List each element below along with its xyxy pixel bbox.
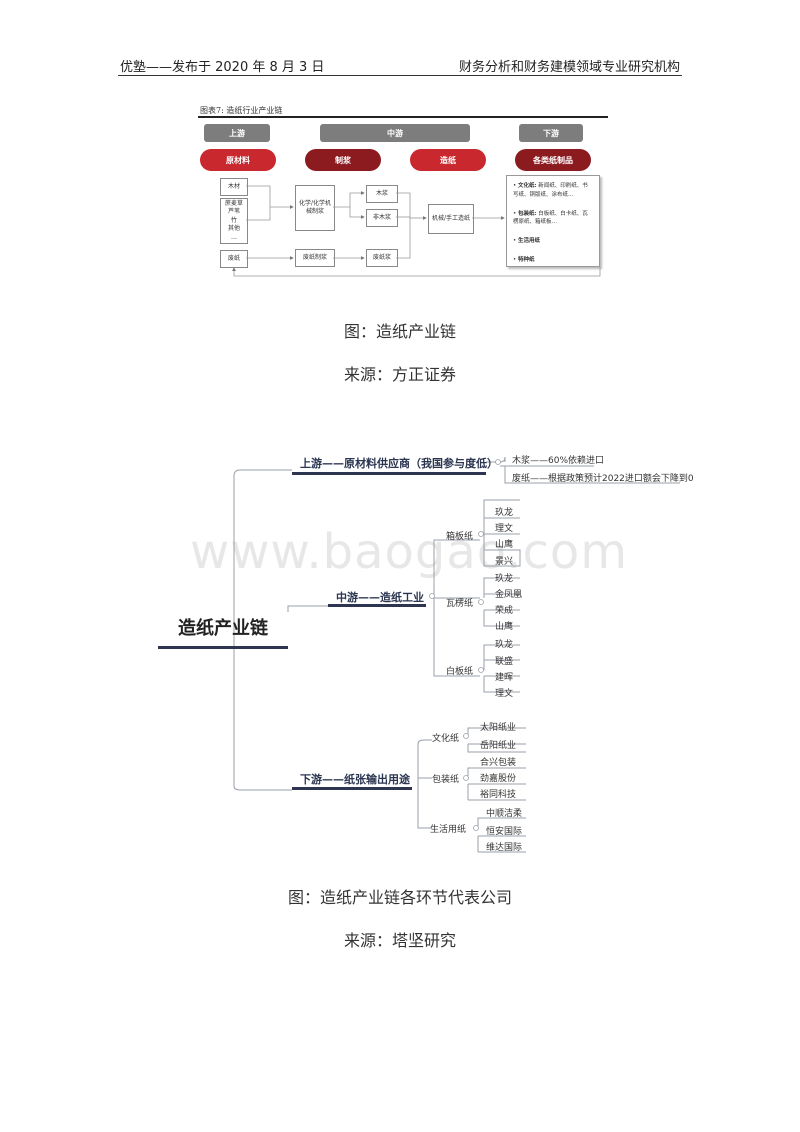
grass-line-3: 竹	[230, 216, 237, 224]
box-chemical-pulping: 化学/化学机 械制浆	[295, 185, 335, 231]
company: 岳阳纸业	[480, 741, 517, 751]
figure2-caption: 图：造纸产业链各环节代表公司	[287, 888, 512, 907]
figure1-caption: 图：造纸产业链	[343, 322, 456, 341]
company: 劲嘉股份	[480, 774, 517, 784]
header-left: 优塾——发布于 2020 年 8 月 3 日	[120, 60, 325, 75]
company: 山鹰	[495, 540, 514, 550]
chem-line-2: 械制浆	[305, 208, 324, 215]
company: 玖龙	[495, 640, 514, 650]
box-nonwood-pulp: 非木浆	[366, 209, 398, 227]
grass-line-4: 其他	[227, 225, 240, 233]
company: 合兴包装	[480, 758, 517, 768]
box-grass: 蔗麦草 芦苇 竹 其他 …	[220, 198, 248, 244]
box-deinking: 废纸制浆	[295, 249, 335, 267]
figure-title-rule	[198, 116, 608, 118]
company: 玖龙	[495, 508, 514, 518]
down-group-culture: 文化纸	[432, 734, 460, 744]
mid-group-boxboard: 箱板纸	[446, 532, 474, 542]
company: 荣成	[495, 606, 514, 616]
mindmap-midstream: 中游——造纸工业	[336, 591, 424, 604]
company: 维达国际	[486, 843, 523, 853]
upstream-item-1: 木浆——60%依赖进口	[512, 456, 605, 466]
product-panel: • 文化纸: 新闻纸、印刷纸、书写纸、铜版纸、涂布纸… • 包装纸: 白板纸、白…	[506, 175, 600, 267]
grass-line-2: 芦苇	[227, 208, 240, 216]
company: 理文	[495, 524, 514, 534]
company: 金凤凰	[495, 590, 523, 600]
company: 建晖	[495, 673, 514, 683]
stage-midstream: 中游	[320, 124, 470, 142]
company: 联盛	[495, 657, 514, 667]
mindmap-downstream: 下游——纸张输出用途	[300, 773, 410, 786]
upstream-item-2: 废纸——根据政策预计2022进口额会下降到0	[512, 474, 694, 484]
stage-downstream: 下游	[519, 124, 583, 142]
grass-line-1: 蔗麦草	[224, 200, 243, 208]
figure-title: 图表7: 造纸行业产业链	[200, 106, 283, 115]
company: 理文	[495, 689, 514, 699]
product-culture: • 文化纸: 新闻纸、印刷纸、书写纸、铜版纸、涂布纸…	[513, 183, 588, 198]
watermark: www.baogao.com	[190, 524, 629, 580]
mindmap-upstream: 上游——原材料供应商（我国参与度低）	[300, 457, 498, 470]
header-right: 财务分析和财务建模领域专业研究机构	[458, 60, 680, 75]
company: 玖龙	[495, 574, 514, 584]
pill-papermaking: 造纸	[410, 149, 486, 171]
stage-upstream: 上游	[204, 124, 270, 142]
chem-line-1: 化学/化学机	[298, 199, 332, 207]
company: 中顺洁柔	[486, 809, 523, 819]
pill-raw-materials: 原材料	[200, 149, 276, 171]
pill-paper-products: 各类纸制品	[515, 149, 591, 171]
down-group-packaging: 包装纸	[432, 775, 460, 785]
company: 太阳纸业	[480, 723, 517, 733]
product-specialty: • 特种纸	[513, 256, 535, 263]
company: 景兴	[495, 557, 514, 567]
chain-connectors	[232, 185, 601, 277]
pill-pulping: 制浆	[305, 149, 381, 171]
product-tissue: • 生活用纸	[513, 238, 541, 245]
box-wood-pulp: 木浆	[366, 185, 398, 203]
figure2-source: 来源：塔坚研究	[343, 931, 456, 950]
mid-group-whiteboard: 白板纸	[446, 667, 474, 677]
figure1-source: 来源：方正证券	[343, 365, 456, 384]
mindmap-root: 造纸产业链	[178, 618, 268, 639]
box-wood: 木材	[220, 178, 248, 196]
company: 裕同科技	[480, 790, 517, 800]
header-divider	[118, 75, 682, 76]
down-group-tissue: 生活用纸	[430, 825, 467, 835]
company: 山鹰	[495, 622, 514, 632]
mid-group-corrugated: 瓦楞纸	[446, 599, 474, 609]
grass-line-5: …	[231, 233, 237, 241]
product-packaging: • 包装纸: 白板纸、白卡纸、瓦楞原纸、箱纸板…	[513, 210, 588, 226]
box-machine-papermaking: 机械/手工造纸	[428, 204, 474, 234]
company: 恒安国际	[486, 827, 523, 837]
